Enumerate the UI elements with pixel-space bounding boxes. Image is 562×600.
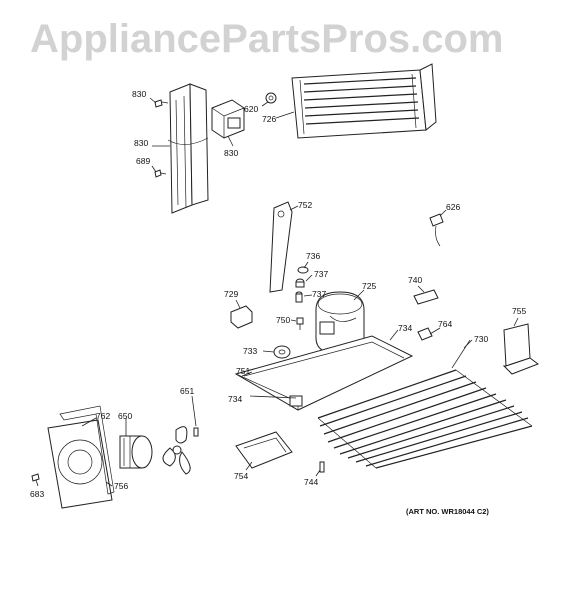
callout-751: 751 bbox=[236, 366, 250, 376]
grommet-736[interactable] bbox=[297, 266, 309, 274]
callout-labels: 830 830 830 689 620 726 752 626 736 737 … bbox=[30, 89, 526, 499]
callout-736: 736 bbox=[306, 251, 320, 261]
callout-683: 683 bbox=[30, 489, 44, 499]
clip-651b[interactable] bbox=[193, 427, 199, 437]
grommet-737[interactable] bbox=[295, 291, 303, 303]
grommet-733[interactable] bbox=[273, 345, 291, 359]
drain-pan-754[interactable] bbox=[235, 431, 293, 469]
art-number: (ART NO. WR18044 C2) bbox=[406, 507, 489, 516]
callout-740: 740 bbox=[408, 275, 422, 285]
callout-726: 726 bbox=[262, 114, 276, 124]
callout-689: 689 bbox=[136, 156, 150, 166]
capacitor-729[interactable] bbox=[230, 305, 253, 329]
shroud-gasket-762[interactable] bbox=[59, 405, 115, 495]
relay-830[interactable] bbox=[211, 99, 245, 139]
callout-733: 733 bbox=[243, 346, 257, 356]
callout-830b: 830 bbox=[134, 138, 148, 148]
screw-830[interactable] bbox=[154, 99, 169, 108]
callout-756: 756 bbox=[114, 481, 128, 491]
mullion-bracket[interactable] bbox=[167, 83, 209, 214]
callout-744: 744 bbox=[304, 477, 318, 487]
clip-744[interactable] bbox=[319, 461, 325, 473]
fan-blade-651[interactable] bbox=[162, 426, 191, 475]
evaporator-coil-730[interactable] bbox=[317, 339, 533, 469]
callout-830a: 830 bbox=[132, 89, 146, 99]
fan-motor-650[interactable] bbox=[119, 435, 153, 469]
callout-750: 750 bbox=[276, 315, 290, 325]
callout-730: 730 bbox=[474, 334, 488, 344]
callout-729: 729 bbox=[224, 289, 238, 299]
bracket-752[interactable] bbox=[269, 201, 293, 293]
callout-626: 626 bbox=[446, 202, 460, 212]
sleeve-737[interactable] bbox=[295, 278, 305, 288]
screw-750[interactable] bbox=[296, 317, 304, 330]
callout-754: 754 bbox=[234, 471, 248, 481]
watermark-text: AppliancePartsPros.com bbox=[30, 17, 504, 61]
callout-620: 620 bbox=[244, 104, 258, 114]
grommet-620[interactable] bbox=[265, 92, 277, 104]
callout-651: 651 bbox=[180, 386, 194, 396]
callout-737a: 737 bbox=[314, 269, 328, 279]
clip-764[interactable] bbox=[417, 327, 433, 341]
compressor-base-751[interactable] bbox=[234, 335, 414, 411]
callout-734a: 734 bbox=[398, 323, 412, 333]
overload-740[interactable] bbox=[413, 289, 439, 305]
callout-762: 762 bbox=[96, 411, 110, 421]
callout-737b: 737 bbox=[312, 289, 326, 299]
callout-650: 650 bbox=[118, 411, 132, 421]
bracket-755[interactable] bbox=[502, 323, 540, 375]
screw-683[interactable] bbox=[31, 473, 40, 487]
callout-755: 755 bbox=[512, 306, 526, 316]
screw-689[interactable] bbox=[154, 169, 167, 178]
fan-shroud-756[interactable] bbox=[47, 419, 113, 509]
callout-764: 764 bbox=[438, 319, 452, 329]
callout-734b: 734 bbox=[228, 394, 242, 404]
callout-830c: 830 bbox=[224, 148, 238, 158]
callout-725: 725 bbox=[362, 281, 376, 291]
condenser-726[interactable] bbox=[291, 63, 437, 139]
harness-626[interactable] bbox=[429, 213, 444, 247]
callout-752: 752 bbox=[298, 200, 312, 210]
